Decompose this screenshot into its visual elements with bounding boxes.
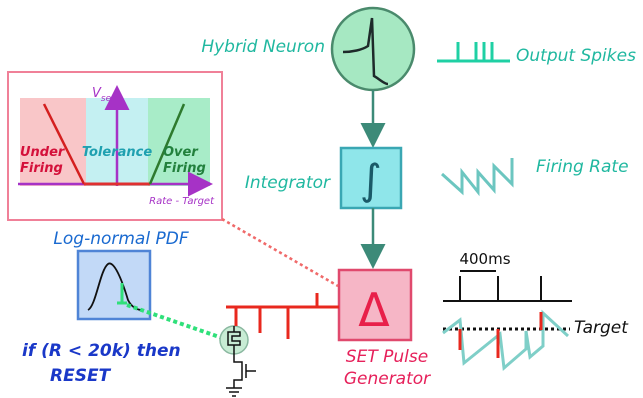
- firing-rate-label: Firing Rate: [536, 157, 629, 177]
- rram-device-icon: [219, 307, 249, 355]
- vset-label: Vset: [92, 86, 115, 104]
- target-label: Target: [574, 318, 629, 338]
- tolerance-label: Tolerance: [82, 145, 153, 160]
- transistor-icon: [226, 354, 256, 397]
- over-firing-label-1: Over: [163, 145, 199, 160]
- rate-sawtooth: [442, 309, 570, 371]
- inset-connector: [221, 217, 339, 288]
- time-scale-label: 400ms: [459, 250, 510, 268]
- over-firing-label-2: Firing: [163, 161, 206, 176]
- log-normal-pdf-label: Log-normal PDF: [53, 229, 188, 249]
- output-spikes-label: Output Spikes: [516, 46, 636, 66]
- reset-condition-line2: RESET: [50, 366, 112, 386]
- output-spikes-icon: [437, 42, 510, 63]
- set-pulse-train: [443, 276, 572, 302]
- set-pulse-label-line1: SET Pulse: [346, 347, 428, 367]
- set-pulse-generator-node: Δ: [337, 268, 413, 342]
- over-firing-ramp: [148, 103, 186, 185]
- integrator-label: Integrator: [245, 173, 331, 193]
- log-normal-pdf-box: [76, 249, 152, 321]
- spike-waveform-icon: [342, 17, 389, 86]
- hybrid-neuron-node: [330, 6, 416, 92]
- pdf-connector: [126, 303, 229, 342]
- reset-condition-line1: if (R < 20k) then: [22, 341, 181, 361]
- integrator-node: ∫: [339, 146, 403, 210]
- integral-icon: ∫: [360, 155, 382, 204]
- under-firing-label-1: Under: [20, 145, 66, 160]
- under-firing-label-2: Firing: [20, 161, 63, 176]
- under-firing-ramp: [42, 103, 86, 185]
- x-axis-label: Rate - Target: [149, 196, 215, 207]
- feedback-rule-inset: Vset Under Firing Tolerance Over Firing …: [7, 71, 223, 221]
- under-firing-zone: [20, 98, 86, 186]
- set-pulse-markers: [458, 312, 543, 358]
- set-pulse-label-line2: Generator: [344, 369, 431, 389]
- delta-icon: Δ: [358, 283, 390, 337]
- hybrid-neuron-label: Hybrid Neuron: [201, 37, 325, 57]
- firing-rate-icon: [440, 158, 514, 197]
